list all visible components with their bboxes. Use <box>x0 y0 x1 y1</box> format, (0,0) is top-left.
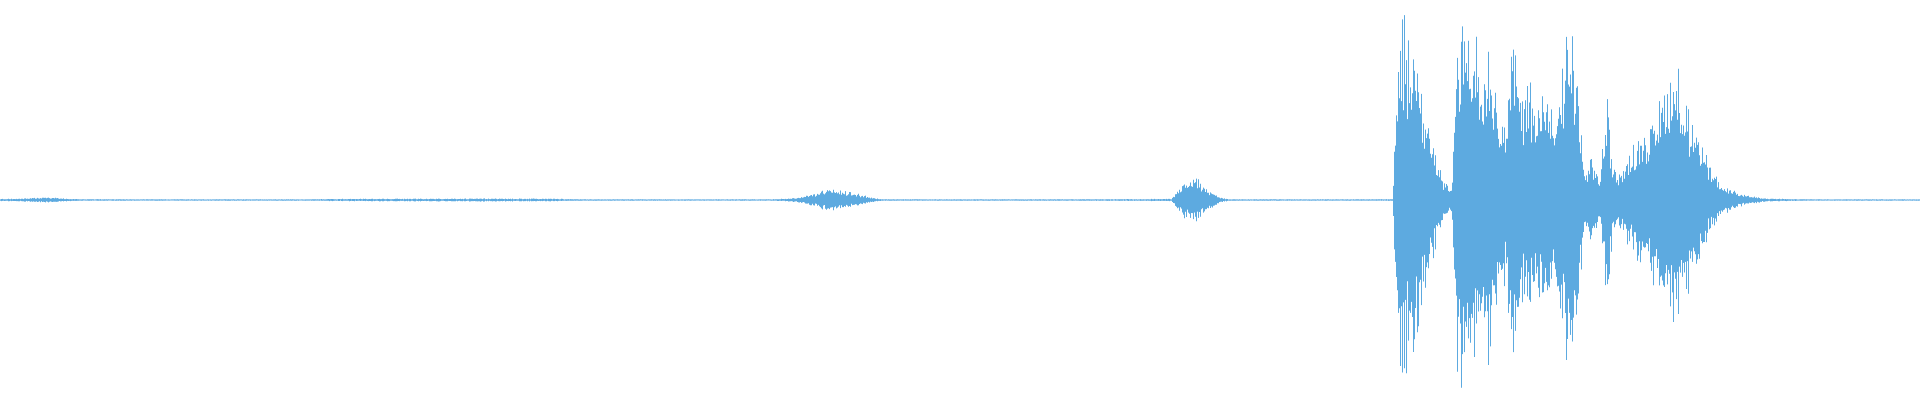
waveform-bars <box>0 15 1920 388</box>
waveform-samples <box>0 15 1920 388</box>
